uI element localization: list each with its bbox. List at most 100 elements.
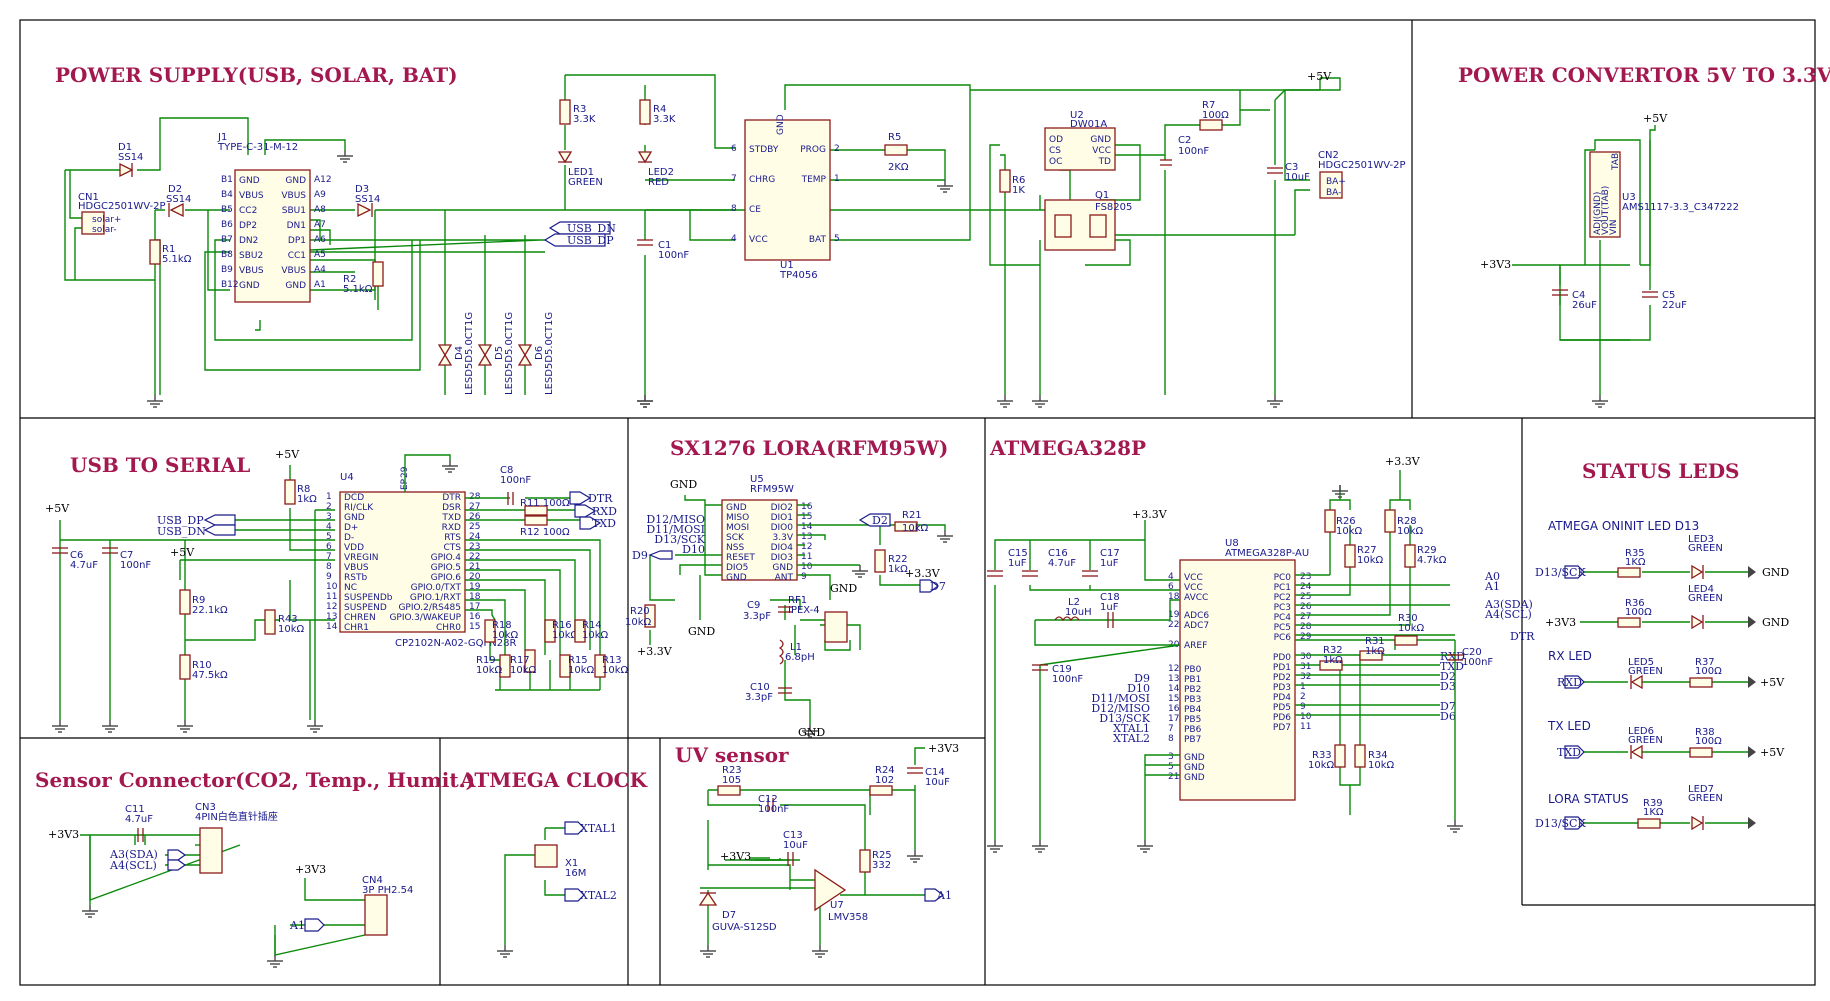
rf1-ipex (824, 611, 848, 643)
u8-right-pin-13: PD6 (1273, 713, 1291, 723)
u8-left-pin-num-0: 4 (1168, 572, 1174, 582)
net-gnd-led4: GND (1762, 616, 1789, 629)
j1-right-pin-num-5: A5 (314, 250, 326, 260)
j1-left-pin-num-0: B1 (221, 175, 233, 185)
cn3-ref: CN3 (195, 802, 216, 813)
l2-value: 10uH (1065, 607, 1092, 618)
u5-right-pin-1: DIO1 (771, 513, 793, 523)
u1-right-pin-num-2: 5 (834, 234, 840, 244)
u2-value: DW01A (1070, 119, 1107, 130)
net-txd-led6: TXD (1557, 746, 1581, 759)
u4-right-pin-13: CHR0 (436, 623, 461, 633)
u8-right-pin-2: PC2 (1274, 593, 1291, 603)
atmega-section: U8 ATMEGA328P-AU VCC4VCC6AVCC18ADC619ADC… (986, 455, 1535, 853)
net-3v3-convertor: +3V3 (1480, 258, 1511, 271)
u3-pin-vin: VIN (1609, 219, 1619, 235)
u4-right-pin-10: GPIO.1/RXT (410, 593, 462, 603)
r20-ref: R20 (630, 606, 650, 617)
u2-right-pin-2: TD (1098, 157, 1111, 167)
atmega-net-right-1: A1 (1484, 580, 1500, 593)
c19-ref: C19 (1052, 664, 1072, 675)
r33-value: 10kΩ (1308, 760, 1335, 771)
c18-value: 1uF (1100, 602, 1119, 613)
r1-value: 5.1kΩ (162, 254, 192, 265)
power-supply-section: D1 SS14 D2 SS14 D3 SS14 CN1 HDGC2501WV-2… (64, 70, 1406, 408)
u8-left-pin-7: PB1 (1184, 675, 1201, 685)
r26-ref: R26 (1336, 516, 1356, 527)
u4-left-pin-11: SUSPEND (344, 603, 387, 613)
power-convertor-section: U3 AMS1117-3.3_C347222 TAB ADJ(GND) VOUT… (1480, 112, 1739, 408)
d5-ref: D5 (494, 346, 505, 360)
j1-left-pin-num-1: B4 (221, 190, 233, 200)
d1-ref: D1 (118, 142, 132, 153)
u5-left-pin-6: DIO5 (726, 563, 748, 573)
u8-right-pin-9: PD2 (1273, 673, 1291, 683)
u4-right-pin-num-4: 24 (469, 532, 481, 542)
u8-right-pin-num-14: 11 (1300, 722, 1311, 732)
atmega-net-right-0: A0 (1484, 570, 1500, 583)
x1-value: 16M (565, 868, 586, 879)
j1-right-pin-num-3: A7 (314, 220, 326, 230)
u1-left-pin-num-3: 4 (731, 234, 737, 244)
r13-value: 10kΩ (602, 665, 629, 676)
d3-value: SS14 (355, 194, 380, 205)
r37-ref: R37 (1695, 657, 1715, 668)
u5-right-pin-num-5: 11 (801, 552, 812, 562)
u5-right-pin-3: 3.3V (773, 533, 794, 543)
net-usb-dn-usb: USB_DN (157, 525, 206, 538)
j1-left-pin-num-6: B9 (221, 265, 233, 275)
net-gnd-lora-3: GND (830, 582, 857, 595)
u1-value: TP4056 (779, 270, 818, 281)
r3-value: 3.3K (573, 114, 596, 125)
net-rxd-led5: RXD (1557, 676, 1582, 689)
r21-ref: R21 (902, 510, 922, 521)
u4-left-pin-num-1: 2 (326, 502, 332, 512)
net-5v-led6: +5V (1760, 746, 1785, 759)
d2-value: SS14 (166, 194, 191, 205)
r33-ref: R33 (1312, 750, 1332, 761)
cn3-connector (199, 827, 223, 874)
u8-left-pin-11: PB5 (1184, 715, 1201, 725)
u8-left-pin-1: VCC (1184, 583, 1203, 593)
r25-value: 332 (872, 860, 891, 871)
atmega-net-left-1: D10 (1127, 682, 1150, 695)
r15-value: 10kΩ (568, 665, 595, 676)
c3-ref: C3 (1285, 162, 1298, 173)
u8-left-pin-num-10: 16 (1168, 704, 1180, 714)
c20-value: 100nF (1462, 657, 1493, 668)
u3-pin-vout: VOUT(TAB) (1601, 186, 1611, 235)
u1-ref: U1 (780, 260, 794, 271)
r29-value: 4.7kΩ (1417, 555, 1447, 566)
r7-value: 100Ω (1202, 110, 1229, 121)
uv-sensor-section: +3V3 R23 105 C12 100nF R24 102 C14 10uF … (698, 742, 959, 958)
r14-ref: R14 (582, 620, 602, 631)
u8-atmega328p (1179, 559, 1296, 801)
u4-ref: U4 (340, 472, 354, 483)
r31-value: 1kΩ (1365, 646, 1385, 657)
atmega-net-left-6: XTAL2 (1113, 732, 1150, 745)
u8-right-pin-num-1: 24 (1300, 582, 1312, 592)
j1-right-pin-1: VBUS (281, 191, 306, 201)
d7-uv-ref: D7 (722, 910, 736, 921)
net-3v3-led4: +3V3 (1545, 616, 1576, 629)
r15-ref: R15 (568, 655, 588, 666)
u5-right-pin-num-6: 10 (801, 562, 813, 572)
net-3v3-lora: +3.3V (637, 645, 673, 658)
u5-ref: U5 (750, 474, 764, 485)
led3-value: GREEN (1688, 543, 1723, 554)
led4-value: GREEN (1688, 593, 1723, 604)
u8-right-pin-4: PC4 (1274, 613, 1292, 623)
r11-label: R11 100Ω (520, 498, 570, 509)
u8-right-pin-0: PC0 (1274, 573, 1292, 583)
atmega-net-left-3: D12/MISO (1091, 702, 1150, 715)
j1-left-pin-num-3: B6 (221, 220, 233, 230)
usb-to-serial-section: U4 CP2102N-A02-GQFN28R EP 29 DCD1RI/CLK2… (45, 448, 629, 733)
r32-value: 1kΩ (1323, 655, 1343, 666)
u4-left-pin-1: RI/CLK (344, 503, 374, 513)
net-xtal1-clock: XTAL1 (580, 822, 617, 835)
j1-left-pin-5: SBU2 (239, 251, 263, 261)
r23-ref: R23 (722, 765, 742, 776)
atmega-net-left-5: XTAL1 (1113, 722, 1150, 735)
u4-right-pin-num-9: 19 (469, 582, 481, 592)
